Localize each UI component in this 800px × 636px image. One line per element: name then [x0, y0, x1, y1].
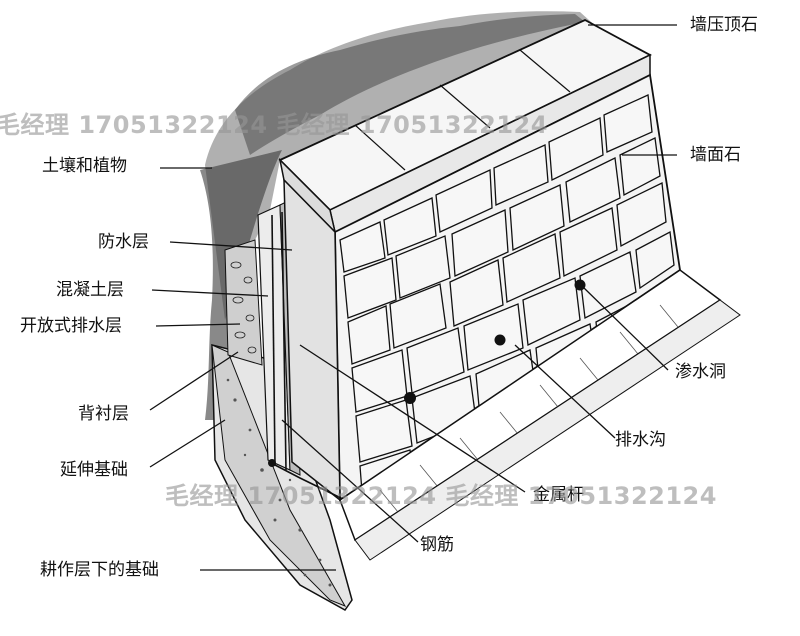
wall-side — [283, 178, 341, 502]
leader-lines — [149, 24, 677, 571]
vegetation-top — [235, 14, 585, 155]
label-extended-footing: 延伸基础 — [60, 460, 128, 480]
label-wall-face-stone: 墙面石 — [690, 145, 741, 165]
extended-footing — [211, 344, 347, 607]
ground-edge — [354, 299, 741, 561]
label-weep-hole: 渗水洞 — [675, 362, 726, 382]
rebar-rods — [271, 211, 346, 501]
label-drainage-ditch: 排水沟 — [615, 430, 666, 450]
coping-joints — [354, 49, 571, 171]
label-rebar: 钢筋 — [420, 535, 454, 555]
label-metal-rod: 金属杆 — [533, 485, 584, 505]
ditch-hatching — [379, 304, 679, 513]
watermark-top: 毛经理 17051322124 毛经理 17051322124 — [0, 111, 548, 139]
label-waterproof-layer: 防水层 — [98, 232, 149, 252]
footing-speckles — [226, 378, 332, 587]
gravel-pebbles — [230, 261, 257, 354]
label-concrete-layer: 混凝土层 — [56, 280, 124, 300]
label-subsoil-foundation: 耕作层下的基础 — [40, 560, 159, 580]
rod-end — [268, 459, 276, 467]
label-open-drainage-layer: 开放式排水层 — [20, 316, 122, 336]
label-backing-layer: 背衬层 — [78, 404, 129, 424]
label-coping-stone: 墙压顶石 — [690, 15, 758, 35]
weep-holes — [404, 279, 586, 404]
watermark-bottom: 毛经理 17051322124 毛经理 17051322124 — [165, 482, 717, 510]
drainage-gravel — [224, 239, 263, 366]
label-soil-vegetation: 土壤和植物 — [42, 156, 127, 176]
